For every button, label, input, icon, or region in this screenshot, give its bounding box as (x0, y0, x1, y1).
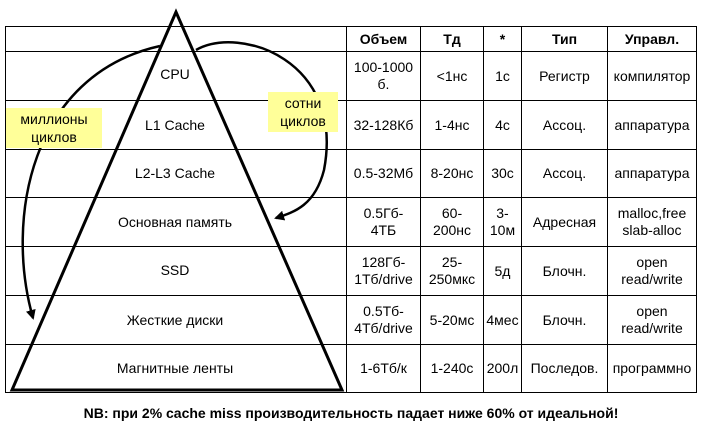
cell-type: Последов. (530, 360, 599, 376)
cell-latency: 60- 200нс (432, 205, 472, 238)
level-main-memory: Основная память (117, 214, 233, 230)
note-millions-cycles: миллионы циклов (6, 108, 102, 148)
cell-control: malloc,free slab-alloc (617, 205, 687, 238)
level-tapes: Магнитные ленты (116, 360, 234, 376)
cell-size: 1-6Тб/к (360, 360, 407, 376)
footer-note: NB: при 2% cache miss производительность… (83, 405, 619, 421)
cell-size: 128Гб- 1Тб/drive (354, 254, 413, 287)
table-grid (5, 26, 697, 393)
cell-scaled-time: 3- 10м (489, 205, 516, 238)
cell-control: open read/write (621, 254, 683, 287)
level-l1-cache: L1 Cache (145, 117, 205, 133)
cell-size: 0.5Гб- 4ТБ (363, 205, 404, 238)
level-l2-l3-cache: L2-L3 Cache (134, 165, 216, 181)
cell-latency: 1-4нс (434, 116, 470, 133)
cell-size: 0.5Тб- 4Тб/drive (354, 303, 413, 336)
header-latency: Тд (443, 30, 461, 47)
cell-scaled-time: 4мес (486, 311, 519, 328)
note-hundreds-cycles: сотни циклов (268, 92, 338, 132)
cell-control: программно (612, 360, 692, 376)
pyramid-triangle (9, 8, 345, 392)
cell-size: 32-128Кб (353, 116, 414, 133)
cell-type: Блочн. (542, 262, 587, 279)
header-scaled-time: * (499, 30, 506, 47)
cell-latency: 8-20нс (430, 165, 474, 181)
cell-scaled-time: 1с (495, 67, 510, 84)
cell-latency: <1нс (436, 67, 468, 84)
cell-size: 100-1000 б. (353, 59, 414, 92)
level-ssd: SSD (160, 262, 190, 278)
header-control: Управл. (624, 30, 680, 47)
level-hard-disks: Жесткие диски (126, 312, 224, 328)
cell-size: 0.5-32Мб (353, 165, 414, 181)
cell-scaled-time: 200л (486, 360, 519, 376)
header-type: Тип (551, 30, 578, 47)
cell-latency: 25- 250мкс (428, 254, 476, 287)
cell-scaled-time: 4с (495, 116, 510, 133)
cell-type: Адресная (532, 213, 597, 230)
cell-type: Ассоц. (542, 165, 587, 181)
cell-type: Блочн. (542, 311, 587, 328)
level-cpu: CPU (160, 66, 190, 82)
cell-control: open read/write (621, 303, 683, 336)
cell-scaled-time: 30с (491, 165, 514, 181)
cell-type: Ассоц. (542, 116, 587, 133)
cell-control: компилятор (613, 67, 691, 84)
cell-latency: 5-20мс (429, 311, 475, 328)
header-size: Объем (359, 30, 408, 47)
cell-control: аппаратура (614, 116, 690, 133)
cell-control: аппаратура (614, 165, 690, 181)
cell-type: Регистр (539, 67, 590, 84)
cell-latency: 1-240с (430, 360, 474, 376)
arrow-millions-cycles (21, 44, 161, 320)
cell-scaled-time: 5д (494, 262, 511, 279)
